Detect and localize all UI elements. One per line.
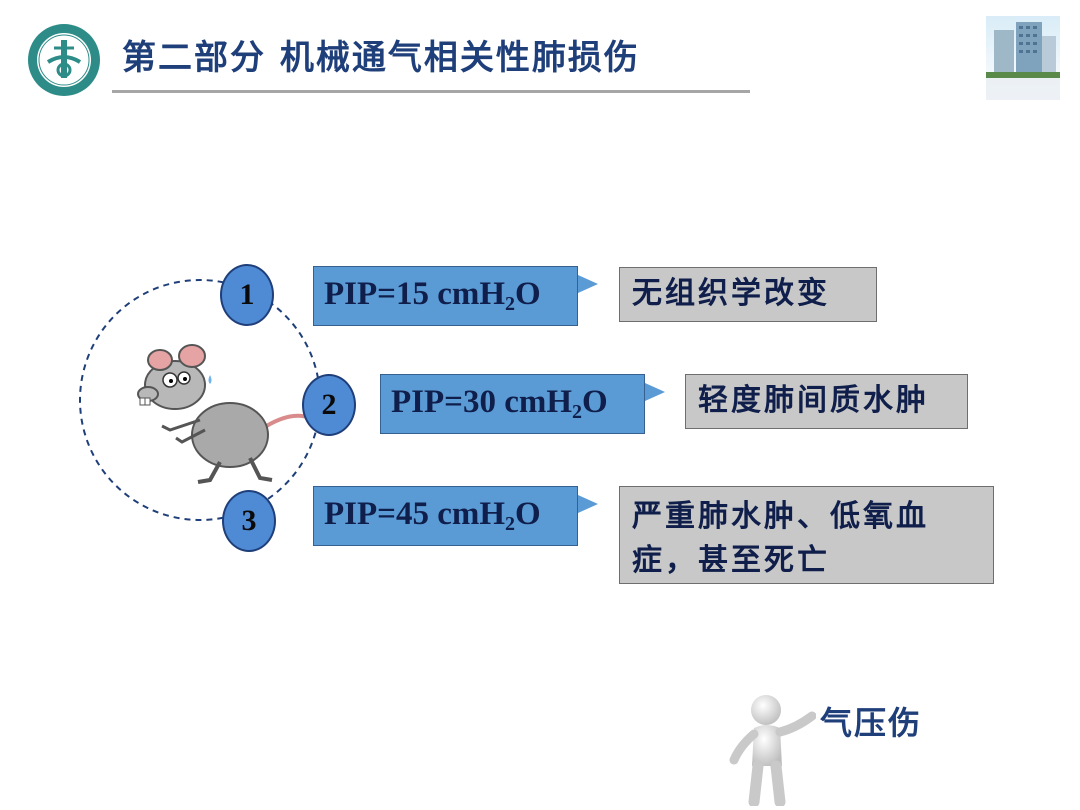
arrow-2: [645, 383, 665, 401]
arrow-1: [578, 275, 598, 293]
arrow-3: [578, 495, 598, 513]
university-logo-icon: [28, 24, 100, 96]
title-divider: [112, 90, 750, 93]
page-title: 第二部分 机械通气相关性肺损伤: [122, 38, 640, 78]
result-box-1: 无组织学改变: [619, 267, 877, 322]
result-box-2: 轻度肺间质水肿: [685, 374, 968, 429]
step-number-3: 3: [222, 490, 276, 552]
pip-box-1: PIP=15 cmH2O: [313, 266, 598, 326]
barotrauma-label: 气压伤: [820, 704, 923, 742]
result-box-3: 严重肺水肿、低氧血症，甚至死亡: [619, 486, 994, 584]
pip-text-2: PIP=30 cmH2O: [391, 384, 608, 423]
person-figure-icon: [729, 695, 816, 806]
hospital-building-icon: [986, 16, 1060, 100]
pip-box-3: PIP=45 cmH2O: [313, 486, 598, 546]
pip-box-2: PIP=30 cmH2O: [380, 374, 665, 434]
pip-text-1: PIP=15 cmH2O: [324, 276, 541, 315]
step-number-1: 1: [220, 264, 274, 326]
pip-text-3: PIP=45 cmH2O: [324, 496, 541, 535]
step-number-2: 2: [302, 374, 356, 436]
